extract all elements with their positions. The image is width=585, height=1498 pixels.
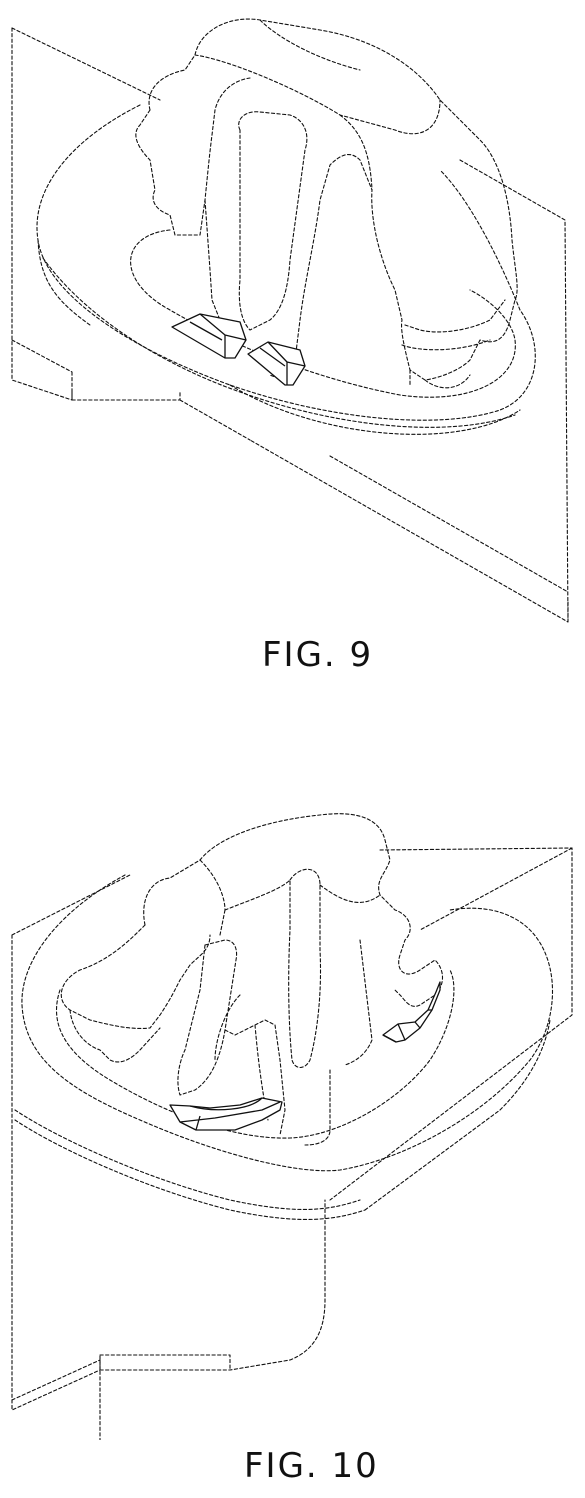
central-body-slot <box>289 869 321 1067</box>
central-body-top-ridge <box>195 20 440 190</box>
central-body-inner-prongs <box>178 940 240 1095</box>
central-body-left-arm <box>136 78 250 320</box>
blade-tip-front <box>170 1098 282 1130</box>
blade-tip-right <box>383 982 440 1042</box>
central-body-slot <box>239 112 307 330</box>
central-body-top-ridge <box>200 860 380 1145</box>
base-block-right-face <box>330 848 572 1200</box>
figure-9-caption: FIG. 9 <box>262 635 373 675</box>
central-body <box>144 814 443 1007</box>
base-block-left-face <box>12 875 325 1410</box>
inner-oval-recess <box>131 230 516 397</box>
figure-9-drawing <box>0 0 585 640</box>
figure-10-drawing <box>0 760 585 1440</box>
figure-10-caption: FIG. 10 <box>244 1446 379 1486</box>
base-block-lower-edge <box>12 1360 100 1440</box>
base-block-right-face <box>250 160 568 622</box>
base-block-left-face <box>12 28 250 440</box>
blade-tip-left <box>172 314 246 358</box>
outer-oval-platform-rim <box>43 258 515 427</box>
